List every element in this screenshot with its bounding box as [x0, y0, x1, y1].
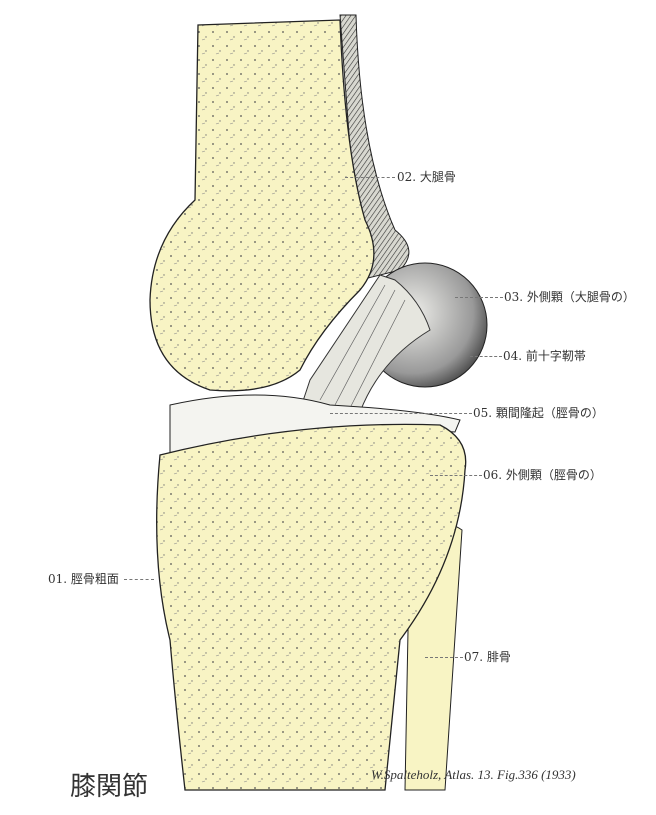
femur [149, 19, 375, 392]
leader-05 [330, 413, 472, 414]
citation: W.Spalteholz, Atlas. 13. Fig.336 (1933) [371, 767, 576, 782]
label-femoral-lateral-condyle: 03. 外側顆（大腿骨の） [504, 290, 635, 304]
leader-06 [430, 475, 482, 476]
leader-02 [345, 177, 395, 178]
leader-01 [124, 579, 154, 580]
label-tibial-lateral-condyle: 06. 外側顆（脛骨の） [483, 468, 602, 482]
label-intercondylar-eminence: 05. 顆間隆起（脛骨の） [473, 406, 604, 420]
label-tibial-tuberosity: 01. 脛骨粗面 [48, 572, 119, 586]
diagram-title: 膝関節 [70, 772, 149, 802]
leader-03 [455, 297, 503, 298]
label-acl: 04. 前十字靭帯 [503, 349, 586, 363]
leader-07 [425, 657, 463, 658]
leader-04 [470, 356, 502, 357]
tibia [156, 423, 467, 791]
label-fibula: 07. 腓骨 [464, 650, 511, 664]
label-femur: 02. 大腿骨 [397, 170, 456, 184]
